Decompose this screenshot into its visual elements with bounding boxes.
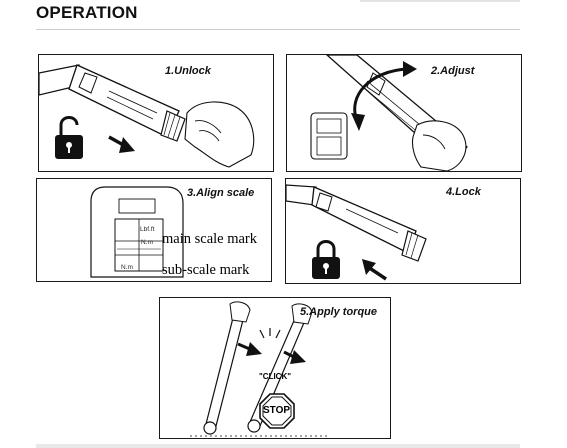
step-panel-apply-torque: 5.Apply torque "CLICK" STOP	[159, 297, 391, 439]
unit-label-nm-small: N.m	[121, 264, 133, 271]
step-label-apply-torque: 5.Apply torque	[300, 306, 377, 318]
unlock-illustration	[39, 55, 274, 172]
lock-illustration	[286, 179, 521, 284]
step-panel-adjust: 2.Adjust	[286, 54, 522, 172]
step-panel-lock: 4.Lock	[285, 178, 521, 284]
unit-label-nm: N.m	[141, 239, 153, 246]
step-label-adjust: 2.Adjust	[431, 65, 474, 77]
adjust-illustration	[287, 55, 522, 172]
stop-sign-label: STOP	[263, 405, 290, 416]
step-panel-unlock: 1.Unlock	[38, 54, 274, 172]
page-title: OPERATION	[36, 3, 138, 23]
heading-divider	[36, 29, 520, 30]
top-divider	[360, 0, 520, 2]
apply-torque-illustration	[160, 298, 391, 439]
step-label-unlock: 1.Unlock	[165, 65, 211, 77]
step-label-lock: 4.Lock	[446, 186, 481, 198]
bottom-divider	[36, 444, 520, 448]
step-label-align-scale: 3.Align scale	[187, 187, 254, 199]
unit-label-lbf: Lbf.ft	[140, 226, 154, 233]
click-sound-label: "CLICK"	[259, 372, 291, 381]
annotation-main-scale-mark: main scale mark	[162, 231, 257, 248]
annotation-sub-scale-mark: sub-scale mark	[162, 262, 249, 279]
